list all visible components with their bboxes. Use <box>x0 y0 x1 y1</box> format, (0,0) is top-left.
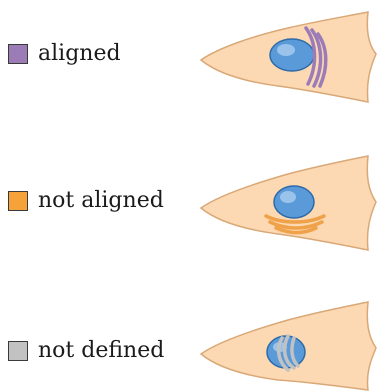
cell-not-defined-illustration <box>198 296 378 392</box>
cell-not-aligned <box>198 152 378 252</box>
legend-label-not-defined: not defined <box>38 340 164 362</box>
legend-swatch-aligned <box>8 44 28 64</box>
nucleus <box>270 39 314 71</box>
legend-item-not-defined: not defined <box>8 340 164 362</box>
cell-not-defined <box>198 296 378 392</box>
legend-swatch-not-aligned <box>8 191 28 211</box>
cell-aligned-illustration <box>198 8 378 108</box>
cell-not-aligned-illustration <box>198 152 378 252</box>
legend-swatch-not-defined <box>8 341 28 361</box>
legend-label-aligned: aligned <box>38 43 121 65</box>
legend-item-aligned: aligned <box>8 43 121 65</box>
nucleus <box>274 186 314 218</box>
legend-label-not-aligned: not aligned <box>38 190 164 212</box>
cell-aligned <box>198 8 378 108</box>
nucleus-highlight <box>280 191 296 203</box>
nucleus-highlight <box>277 44 295 56</box>
legend-item-not-aligned: not aligned <box>8 190 164 212</box>
